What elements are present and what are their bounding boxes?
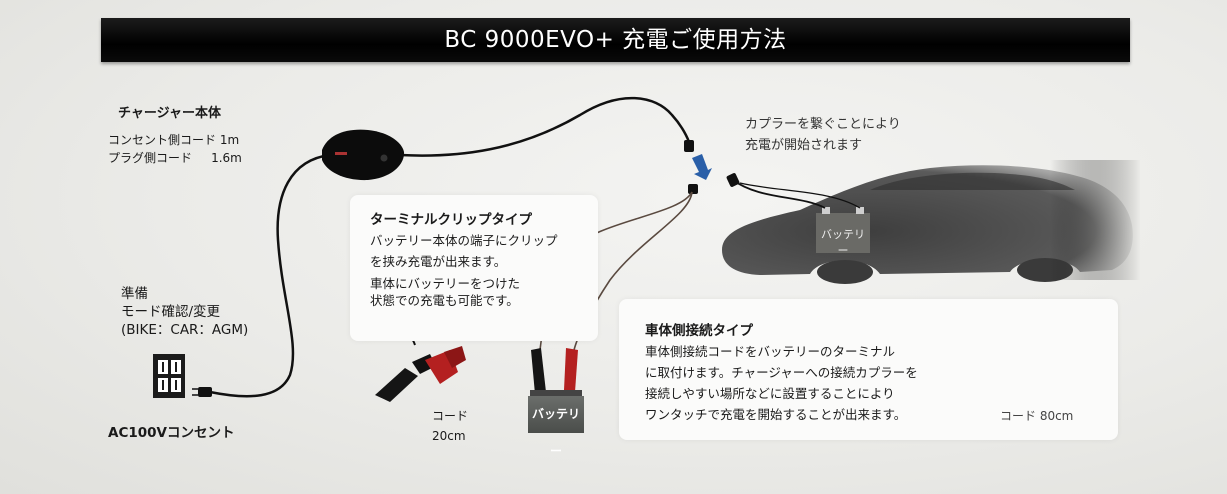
prep-line-1: 準備 <box>121 286 148 302</box>
vehicle-type-content: 車体側接続タイプ 車体側接続コードをバッテリーのターミナル に取付けます。チャー… <box>645 319 918 425</box>
clip-cord-label: コード 20cm <box>432 406 468 446</box>
vehicle-type-line-4: ワンタッチで充電を開始することが出来ます。 <box>645 407 907 422</box>
vehicle-type-card <box>619 299 1118 440</box>
charger-heading: チャージャー本体 <box>118 106 221 121</box>
outlet-icon <box>153 354 185 398</box>
prep-block: 準備 モード確認/変更 (BIKE：CAR：AGM) <box>121 285 248 339</box>
cable-to-outlet <box>209 153 331 398</box>
prep-line-3: (BIKE：CAR：AGM) <box>121 322 249 338</box>
clip-type-line-1: バッテリー本体の端子にクリップ <box>370 233 558 248</box>
charger-unit <box>322 129 405 181</box>
clip-type-title: ターミナルクリップタイプ <box>370 212 532 228</box>
coupler-note-line-2: 充電が開始されます <box>745 138 863 153</box>
clip-type-line-4: 状態での充電も可能です。 <box>370 293 519 308</box>
connect-arrow <box>692 154 712 180</box>
clip-type-card <box>350 195 598 341</box>
title-bar <box>101 18 1130 62</box>
clip-cord-line-2: 20cm <box>432 429 466 443</box>
cable-to-coupler <box>399 96 692 157</box>
car-battery-label: バッテリー <box>821 228 865 257</box>
outlet-label: AC100Vコンセント <box>108 425 235 441</box>
clip-type-content: ターミナルクリップタイプ バッテリー本体の端子にクリップ を挟み充電が出来ます。… <box>370 208 558 309</box>
battery-box: バッテリー <box>528 396 584 458</box>
charger-cord-outlet: コンセント側コード 1m <box>108 133 240 147</box>
vehicle-type-line-3: 接続しやすい場所などに設置することにより <box>645 386 895 401</box>
car-silhouette <box>722 160 1140 284</box>
clip-type-line-3: 車体にバッテリーをつけた <box>370 276 521 291</box>
vehicle-type-line-1: 車体側接続コードをバッテリーのターミナル <box>645 344 896 359</box>
vehicle-cable <box>732 179 826 209</box>
vehicle-cord-label: コード 80cm <box>1000 409 1074 423</box>
clip-cord-line-1: コード <box>432 409 469 423</box>
charger-cord-plug: プラグ側コード 1.6m <box>108 151 242 165</box>
page-title: BC 9000EVO+ 充電ご使用方法 <box>444 27 787 53</box>
coupler-note-line-1: カプラーを繋ぐことにより <box>745 117 901 132</box>
outlet-plug <box>192 387 212 397</box>
battery-clips <box>530 348 582 402</box>
prep-line-2: モード確認/変更 <box>121 304 221 320</box>
car-battery <box>816 207 870 253</box>
vehicle-type-line-2: に取付けます。チャージャーへの接続カプラーを <box>645 365 918 380</box>
coupler-note: カプラーを繋ぐことにより 充電が開始されます <box>745 114 901 156</box>
clip-type-line-2: を挟み充電が出来ます。 <box>370 254 507 269</box>
vehicle-type-title: 車体側接続タイプ <box>645 323 753 339</box>
